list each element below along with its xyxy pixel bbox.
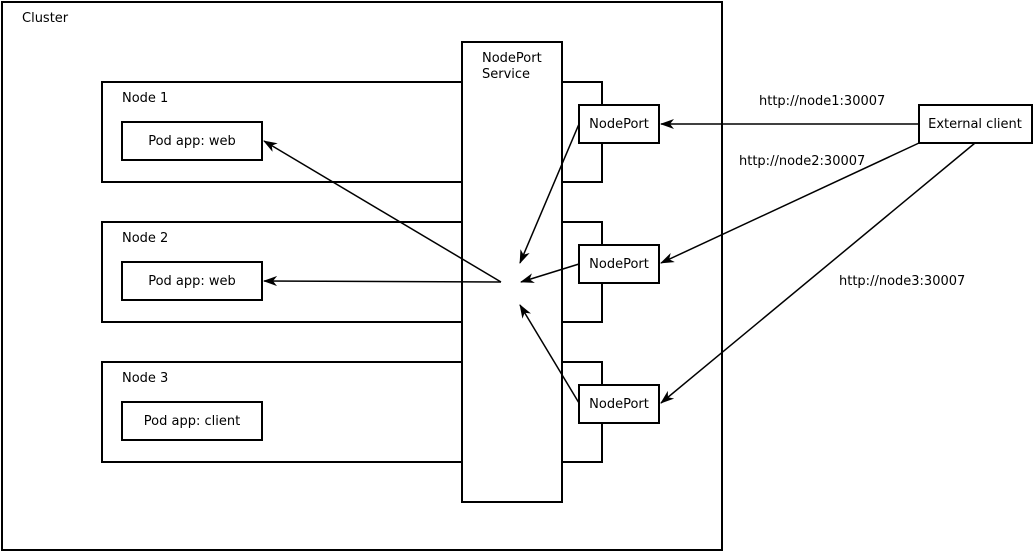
service-label-line2: Service xyxy=(482,67,530,82)
node-1-pod-label: Pod app: web xyxy=(148,134,236,149)
node-2-label: Node 2 xyxy=(122,231,168,246)
external-client-box xyxy=(918,104,1033,144)
url-node3-label: http://node3:30007 xyxy=(839,274,965,289)
nodeport-3-label: NodePort xyxy=(589,397,649,412)
nodeport-1-label: NodePort xyxy=(589,117,649,132)
node-1-label: Node 1 xyxy=(122,91,168,106)
node-3-pod-label: Pod app: client xyxy=(144,414,240,429)
node-1-pod-box xyxy=(121,121,263,161)
url-node1-label: http://node1:30007 xyxy=(759,94,885,109)
external-client-label: External client xyxy=(928,117,1022,132)
node-2-pod-box xyxy=(121,261,263,301)
arrow-nodeport-2-to-service xyxy=(520,263,580,283)
arrow-nodeport-1-to-service xyxy=(519,123,580,264)
node-3-pod-box xyxy=(121,401,263,441)
arrow-client-to-nodeport-3 xyxy=(660,142,976,404)
arrow-nodeport-3-to-service xyxy=(519,304,580,404)
node-2-pod-label: Pod app: web xyxy=(148,274,236,289)
url-node2-label: http://node2:30007 xyxy=(739,154,865,169)
arrow-client-to-nodeport-2 xyxy=(660,142,920,264)
node-3-label: Node 3 xyxy=(122,371,168,386)
arrow-service-to-pod-1 xyxy=(263,140,502,283)
nodeport-service-box xyxy=(461,41,563,503)
cluster-label: Cluster xyxy=(22,11,69,26)
service-label-line1: NodePort xyxy=(482,51,542,66)
nodeport-2-label: NodePort xyxy=(589,257,649,272)
arrow-service-to-pod-2 xyxy=(263,276,502,287)
nodeport-3-box xyxy=(578,384,660,424)
